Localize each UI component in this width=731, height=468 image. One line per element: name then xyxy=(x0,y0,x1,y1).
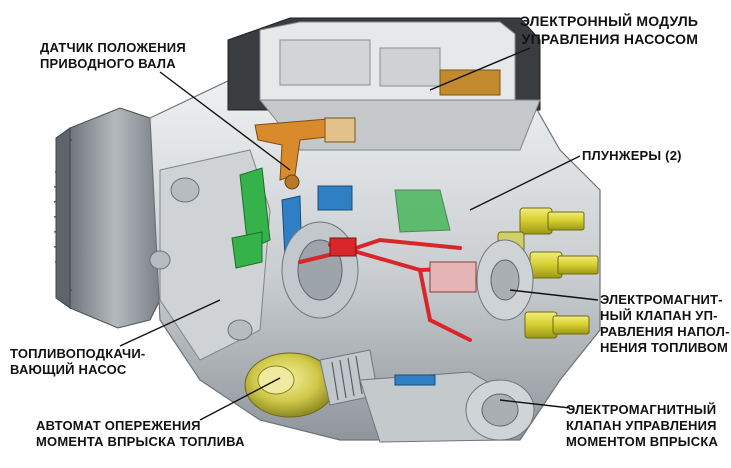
label-shaft-sensor: ДАТЧИК ПОЛОЖЕНИЯ ПРИВОДНОГО ВАЛА xyxy=(40,40,186,72)
label-line: МОМЕНТА ВПРЫСКА ТОПЛИВА xyxy=(36,434,245,449)
label-line: ДАТЧИК ПОЛОЖЕНИЯ xyxy=(40,40,186,55)
label-line: РАВЛЕНИЯ НАПОЛ- xyxy=(600,324,730,339)
label-timing-valve: ЭЛЕКТРОМАГНИТНЫЙ КЛАПАН УПРАВЛЕНИЯ МОМЕН… xyxy=(566,402,718,450)
timing-advance-device xyxy=(244,349,379,418)
timing-solenoid-valve xyxy=(359,371,535,443)
label-line: ЭЛЕКТРОМАГНИТНЫЙ xyxy=(566,402,717,417)
fuel-distributor-head xyxy=(329,237,357,257)
label-line: ТОПЛИВОПОДКАЧИ- xyxy=(10,346,146,361)
label-line: МОМЕНТОМ ВПРЫСКА xyxy=(566,434,719,449)
label-line: КЛАПАН УПРАВЛЕНИЯ xyxy=(566,418,717,433)
label-ecu-module: ЭЛЕКТРОННЫЙ МОДУЛЬ УПРАВЛЕНИЯ НАСОСОМ xyxy=(520,12,698,48)
label-feed-pump: ТОПЛИВОПОДКАЧИ- ВАЮЩИЙ НАСОС xyxy=(10,346,145,378)
label-line: НЕНИЯ ТОПЛИВОМ xyxy=(600,340,729,355)
label-timing-device: АВТОМАТ ОПЕРЕЖЕНИЯ МОМЕНТА ВПРЫСКА ТОПЛИ… xyxy=(36,418,245,450)
label-line: ЭЛЕКТРОННЫЙ МОДУЛЬ xyxy=(520,13,699,29)
plunger-block xyxy=(429,261,477,293)
label-line: ЭЛЕКТРОМАГНИТ- xyxy=(600,292,723,307)
label-fill-valve: ЭЛЕКТРОМАГНИТ- НЫЙ КЛАПАН УП- РАВЛЕНИЯ Н… xyxy=(600,292,730,356)
label-line: УПРАВЛЕНИЯ НАСОСОМ xyxy=(521,31,699,47)
label-plungers: ПЛУНЖЕРЫ (2) xyxy=(582,148,682,164)
label-line: ПРИВОДНОГО ВАЛА xyxy=(40,56,176,71)
label-line: АВТОМАТ ОПЕРЕЖЕНИЯ xyxy=(36,418,201,433)
fill-solenoid-valve xyxy=(476,239,534,321)
label-line: НЫЙ КЛАПАН УП- xyxy=(600,308,718,323)
leader-lines xyxy=(119,47,599,421)
drive-gear xyxy=(53,107,161,329)
label-line: ВАЮЩИЙ НАСОС xyxy=(10,362,127,377)
label-line: ПЛУНЖЕРЫ (2) xyxy=(582,148,682,163)
shaft-sensor xyxy=(254,117,356,190)
